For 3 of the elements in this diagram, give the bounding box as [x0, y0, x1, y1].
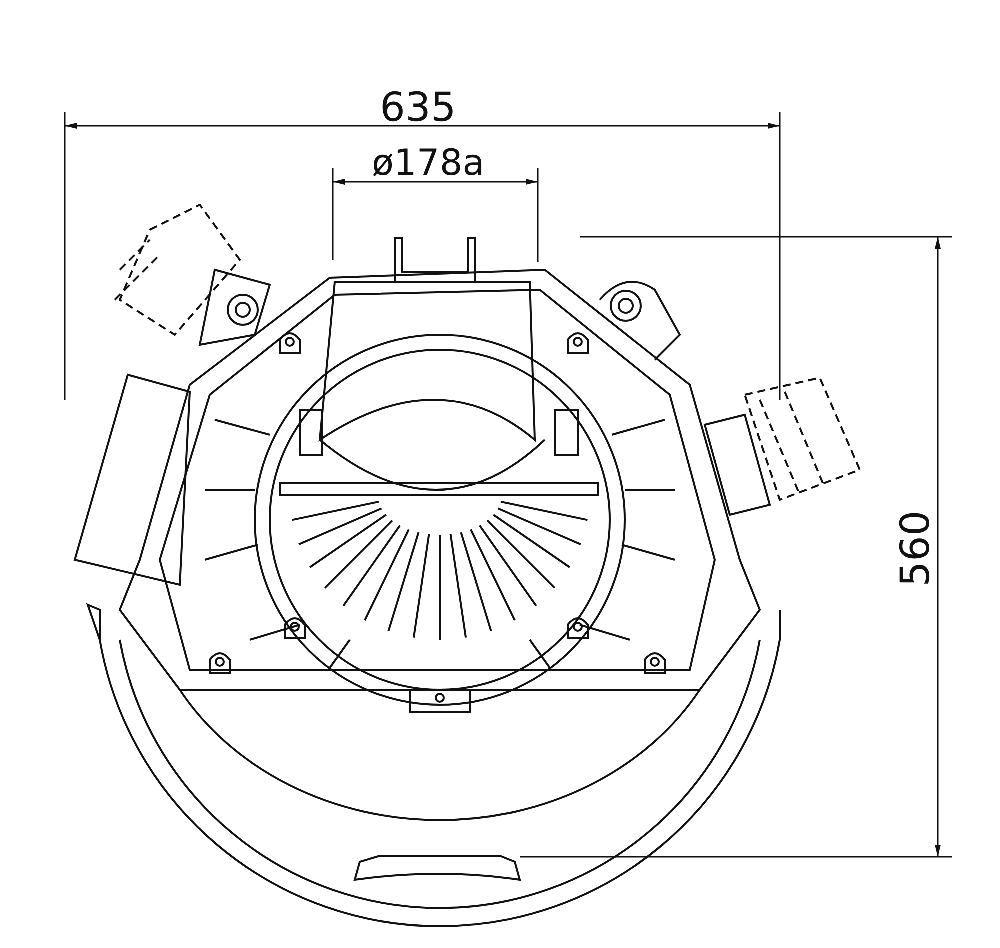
dimension-label: 635: [380, 88, 456, 128]
dimension-label: 560: [896, 510, 936, 587]
dimension-label: ø178a: [372, 146, 485, 182]
